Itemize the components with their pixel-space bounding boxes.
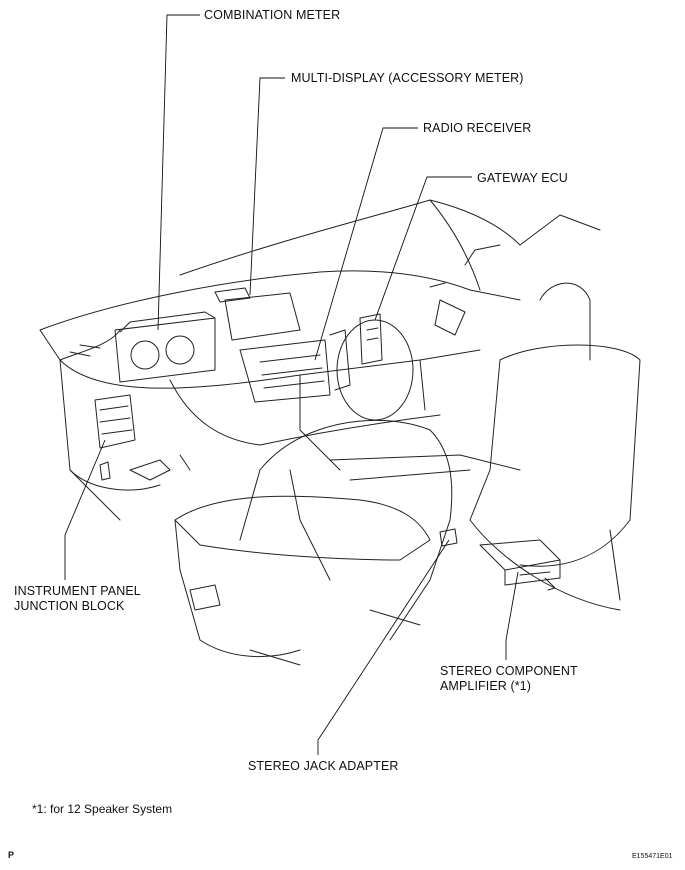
- center-console-unit: [214, 287, 351, 403]
- footnote: *1: for 12 Speaker System: [32, 802, 173, 816]
- leader-gateway-ecu: [374, 176, 472, 321]
- combination-meter-part: [114, 311, 216, 383]
- dashboard: [39, 270, 521, 521]
- combination-meter-label: COMBINATION METER: [204, 8, 341, 22]
- multi-display-label: MULTI-DISPLAY (ACCESSORY METER): [291, 71, 524, 85]
- gateway-ecu-part: [359, 313, 383, 365]
- front-seat: [174, 419, 453, 657]
- junction-block-part: [94, 394, 136, 481]
- leader-multi-display: [249, 77, 285, 296]
- radio-receiver-label: RADIO RECEIVER: [423, 121, 532, 135]
- stereo-jack-adapter-label: STEREO JACK ADAPTER: [248, 759, 399, 773]
- leader-junction-block: [64, 439, 106, 580]
- amplifier-part: [479, 539, 561, 591]
- floor: [129, 454, 521, 666]
- leader-stereo-jack: [317, 539, 450, 755]
- corner-mark: P: [8, 850, 15, 860]
- leader-radio-receiver: [314, 127, 418, 361]
- leader-combination-meter: [157, 14, 200, 331]
- gateway-ecu-label: GATEWAY ECU: [477, 171, 568, 185]
- stereo-jack-part: [439, 528, 458, 547]
- windshield-outline: [179, 199, 601, 291]
- instrument-panel-junction-block-label: INSTRUMENT PANEL JUNCTION BLOCK: [14, 584, 141, 613]
- stereo-component-amplifier-label: STEREO COMPONENT AMPLIFIER (*1): [440, 664, 578, 693]
- figure-code: E155471E01: [632, 853, 673, 860]
- leader-amplifier: [505, 571, 519, 660]
